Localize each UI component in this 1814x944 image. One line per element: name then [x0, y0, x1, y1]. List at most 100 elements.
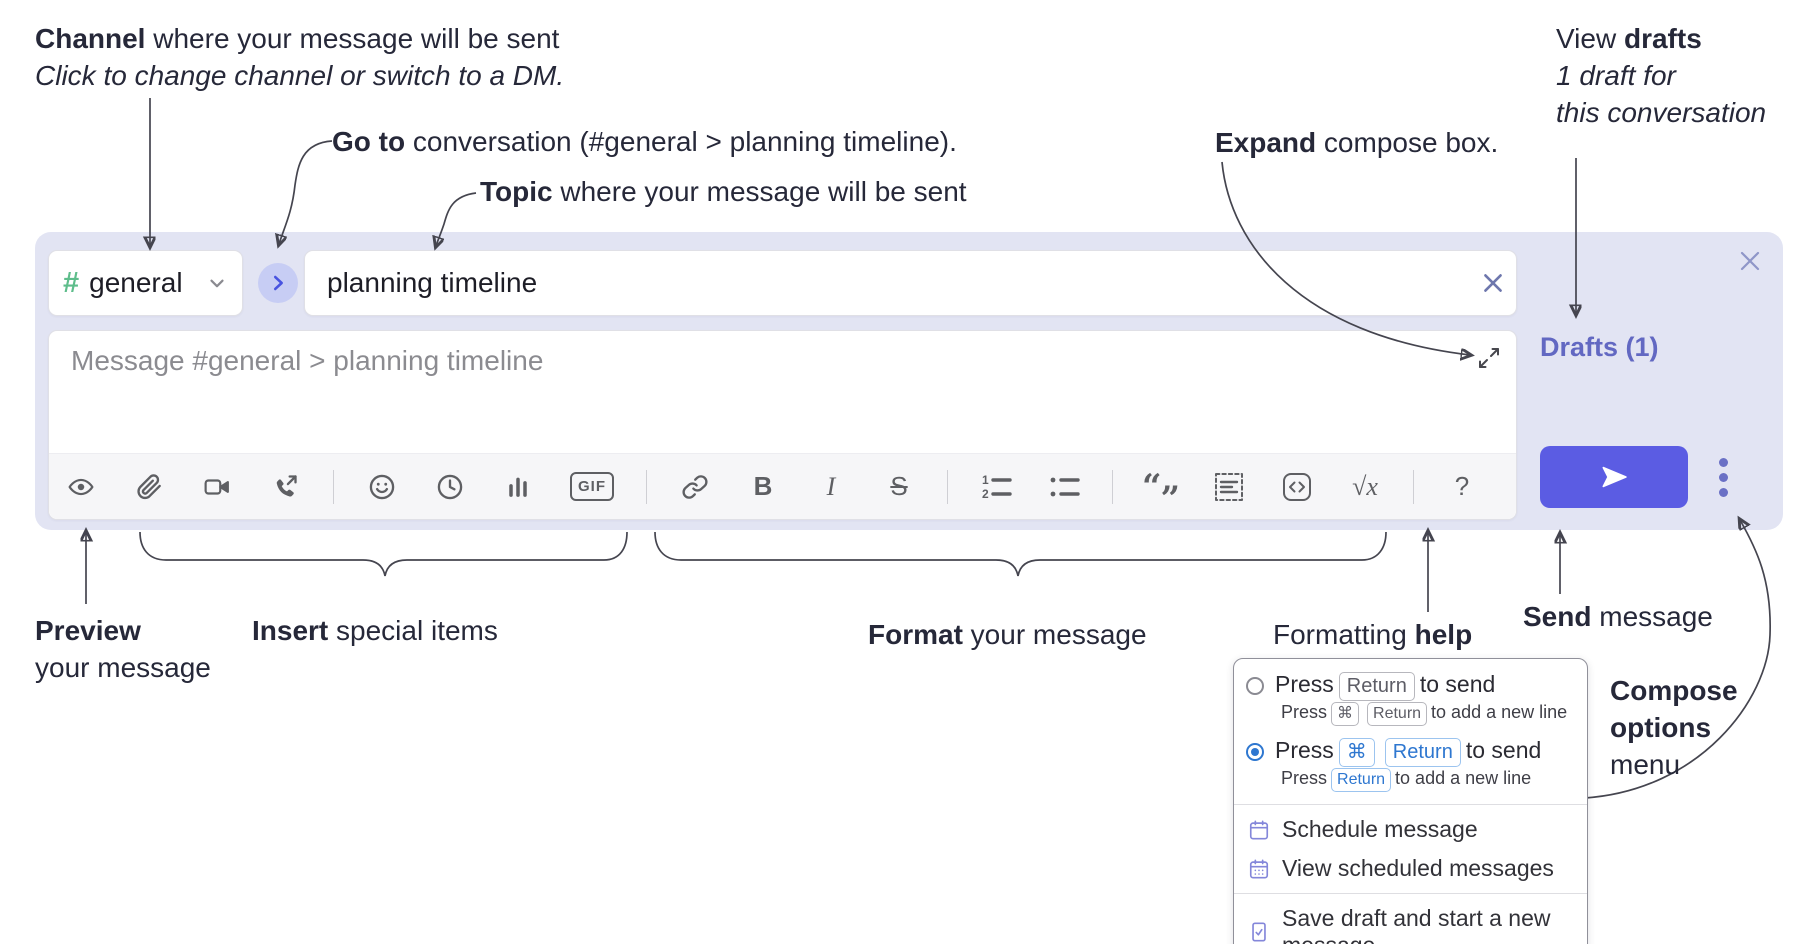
- menu-divider: [1234, 804, 1587, 805]
- toolbar-divider: [646, 469, 647, 504]
- clear-topic-button[interactable]: [1470, 260, 1516, 306]
- code-button[interactable]: [1277, 465, 1317, 509]
- draft-check-icon: [1252, 922, 1266, 942]
- send-button[interactable]: [1540, 446, 1688, 508]
- return-key: Return: [1384, 738, 1461, 767]
- return-key: Return: [1367, 702, 1428, 726]
- formatting-help-button[interactable]: ?: [1442, 465, 1482, 509]
- chevron-down-icon: [210, 279, 224, 288]
- attach-file-button[interactable]: [129, 465, 169, 509]
- phone-call-icon: [276, 474, 297, 497]
- svg-text:1: 1: [982, 473, 989, 487]
- compose-options-button[interactable]: [1703, 446, 1743, 508]
- return-key: Return: [1338, 672, 1415, 701]
- topic-field: [304, 250, 1517, 316]
- calendar-icon: [1249, 819, 1269, 840]
- recent-button[interactable]: [430, 465, 470, 509]
- goto-annotation: Go to conversation (#general > planning …: [332, 126, 957, 157]
- poll-button[interactable]: [498, 465, 538, 509]
- close-compose-button[interactable]: [1733, 244, 1767, 278]
- go-to-conversation-button[interactable]: [258, 263, 298, 303]
- bold-button[interactable]: B: [743, 465, 783, 509]
- expand-compose-button[interactable]: [1472, 341, 1506, 375]
- toolbar-divider: [947, 469, 948, 504]
- channel-selector[interactable]: # general: [48, 250, 243, 316]
- view-drafts-annotation: View drafts 1 draft for this conversatio…: [1556, 23, 1767, 128]
- emoji-button[interactable]: [362, 465, 402, 509]
- emoji-icon: [369, 474, 395, 499]
- toolbar-divider: [333, 469, 334, 504]
- clock-icon: [437, 474, 463, 499]
- kebab-menu-icon: [1718, 457, 1728, 467]
- gif-icon: GIF: [570, 472, 614, 501]
- menu-item-label: View scheduled messages: [1282, 855, 1554, 881]
- calendar-list-icon: [1249, 858, 1269, 879]
- bulleted-list-button[interactable]: [1044, 465, 1084, 509]
- channel-annotation: Channel where your message will be sent …: [35, 23, 565, 91]
- formula-button[interactable]: √x: [1345, 465, 1385, 509]
- expand-annotation: Expand compose box.: [1215, 127, 1499, 158]
- strikethrough-icon: S: [890, 471, 908, 501]
- video-clip-button[interactable]: [197, 465, 237, 509]
- ordered-list-button[interactable]: 1 2: [976, 465, 1016, 509]
- send-icon: [1602, 466, 1627, 488]
- code-icon: [1283, 472, 1311, 501]
- message-compose-box: GIF B I S: [48, 330, 1517, 520]
- close-icon: [1484, 274, 1502, 292]
- cmd-key: ⌘: [1331, 702, 1360, 726]
- audio-call-button[interactable]: [265, 465, 305, 509]
- svg-text:2: 2: [982, 487, 989, 501]
- close-icon: [1740, 251, 1760, 271]
- link-icon: [682, 474, 708, 499]
- format-annotation: Format your message: [868, 619, 1147, 650]
- ordered-list-icon: 1 2: [982, 473, 1012, 501]
- eye-icon: [68, 478, 94, 495]
- strikethrough-button[interactable]: S: [879, 465, 919, 509]
- bar-chart-icon: [509, 477, 527, 497]
- topic-annotation: Topic where your message will be sent: [480, 176, 967, 207]
- preview-annotation: Preview your message: [35, 615, 211, 683]
- formula-icon: √x: [1352, 471, 1378, 501]
- expand-icon: [1479, 348, 1499, 368]
- save-draft-item[interactable]: Save draft and start a new message: [1234, 899, 1587, 944]
- code-block-icon: [1215, 472, 1243, 501]
- return-key: Return: [1331, 768, 1392, 792]
- compose-toolbar: GIF B I S: [49, 453, 1516, 519]
- drafts-link[interactable]: Drafts (1): [1540, 332, 1659, 362]
- bold-icon: B: [753, 471, 773, 501]
- radio-unselected-icon[interactable]: [1246, 677, 1264, 695]
- channel-hash-icon: #: [63, 266, 80, 299]
- radio-selected-icon[interactable]: [1246, 743, 1264, 761]
- video-camera-icon: [204, 478, 229, 495]
- quote-icon: “ ”: [1142, 466, 1180, 519]
- schedule-message-item[interactable]: Schedule message: [1234, 810, 1587, 849]
- channel-name: general: [89, 267, 183, 298]
- toolbar-divider: [1413, 469, 1414, 504]
- italic-button[interactable]: I: [811, 465, 851, 509]
- message-input[interactable]: [49, 331, 1516, 453]
- code-block-button[interactable]: [1209, 465, 1249, 509]
- bulleted-list-icon: [1050, 477, 1080, 496]
- question-mark-icon: ?: [1454, 471, 1470, 501]
- gif-button[interactable]: GIF: [566, 465, 618, 509]
- paperclip-icon: [137, 473, 161, 499]
- chevron-right-icon: [273, 275, 283, 291]
- preview-button[interactable]: [61, 465, 101, 509]
- send-annotation: Send message: [1523, 601, 1713, 632]
- italic-icon: I: [826, 471, 836, 501]
- menu-item-label: Save draft and start a new message: [1282, 905, 1551, 944]
- link-button[interactable]: [675, 465, 715, 509]
- cmd-key: ⌘: [1338, 738, 1375, 767]
- topic-input[interactable]: [305, 267, 1470, 299]
- blockquote-button[interactable]: “ ”: [1141, 465, 1181, 519]
- view-scheduled-messages-item[interactable]: View scheduled messages: [1234, 849, 1587, 888]
- menu-item-label: Schedule message: [1282, 816, 1478, 842]
